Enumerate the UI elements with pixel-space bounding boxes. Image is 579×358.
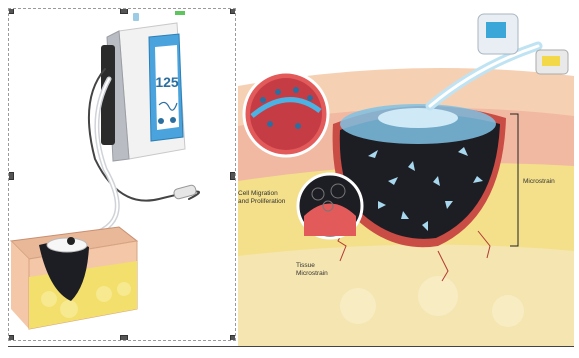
divider-bottom [8,346,574,347]
cell-migration-magnifier [244,72,328,156]
label-cell-migration: Cell Migration and Proliferation [238,190,285,206]
skin-cross-section [11,227,137,329]
wound-microstrain-diagram [238,6,574,346]
device-readout: 125 [155,74,179,90]
tissue-microstrain-magnifier [298,174,362,238]
label-microstrain: Microstrain [523,178,555,186]
label-tissue-microstrain: Tissue Microstrain [296,262,328,278]
npwt-device: 125 [101,11,185,161]
resize-handle[interactable] [8,172,14,180]
left-illustration-panel: 125 [8,8,236,341]
resize-handle[interactable] [120,8,128,14]
resize-handle[interactable] [8,8,14,14]
right-illustration-panel: Cell Migration and Proliferation Tissue … [238,6,574,346]
npwt-device-illustration: 125 [9,9,236,341]
